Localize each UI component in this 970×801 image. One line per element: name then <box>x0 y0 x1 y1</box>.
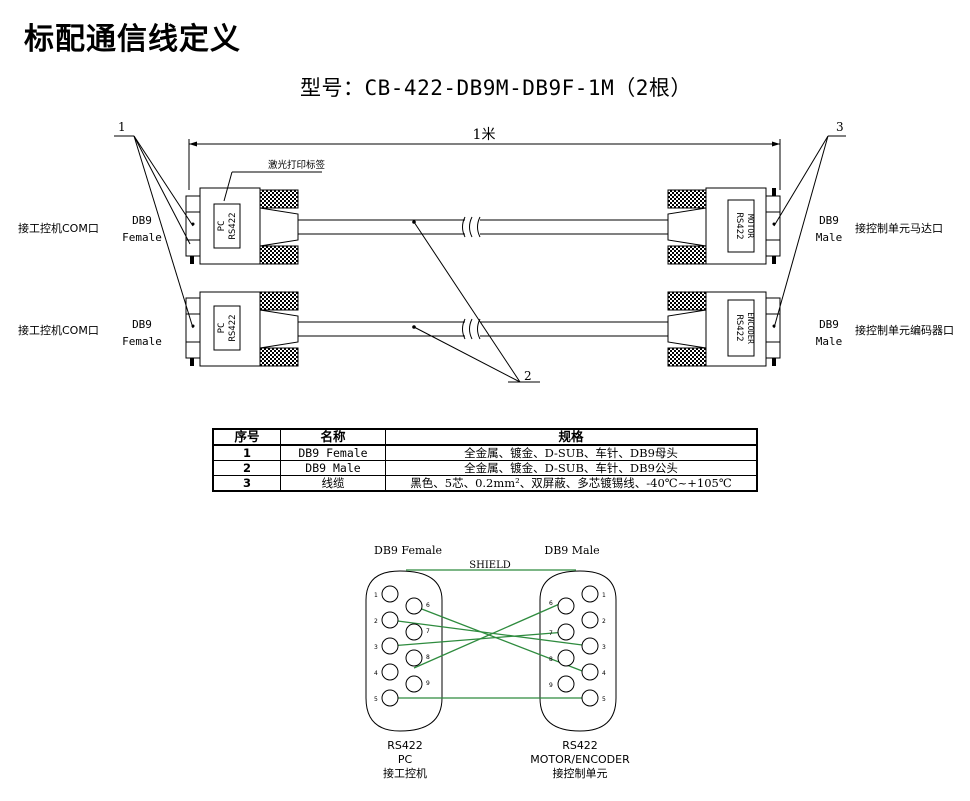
pin-number: 8 <box>426 654 430 661</box>
length-dimension: 1米 <box>188 127 781 190</box>
callout-1: 1 <box>118 120 126 134</box>
conn-label: DB9 <box>819 318 839 331</box>
table-row: 1 DB9 Female 全金属、镀金、D-SUB、车针、DB9母头 <box>212 444 758 461</box>
cell-name: DB9 Female <box>280 444 386 461</box>
model-number: 型号：CB-422-DB9M-DB9F-1M（2根） <box>300 76 692 100</box>
pin-number: 4 <box>374 670 378 677</box>
conn-label: DB9 <box>132 318 152 331</box>
pin-number: 5 <box>374 696 378 703</box>
tag-text: RS422 <box>228 314 238 341</box>
pin-number: 9 <box>549 682 553 689</box>
connector-right-top: RS422 MOTOR <box>667 187 781 265</box>
callout-leaders <box>114 135 846 383</box>
tag-text: ENCODER <box>746 312 755 344</box>
tag-text: PC <box>217 221 227 232</box>
table-row: 3 线缆 黑色、5芯、0.2mm²、双屏蔽、多芯镀锡线、-40℃~+105℃ <box>212 475 758 492</box>
pin-number: 4 <box>602 670 606 677</box>
cell-name: 线缆 <box>280 475 386 492</box>
tag-text: PC <box>217 323 227 334</box>
port-label-left-bottom: 接工控机COM口 <box>18 323 99 337</box>
pin-number: 6 <box>426 602 430 609</box>
spec-table: 序号 名称 规格 1 DB9 Female 全金属、镀金、D-SUB、车针、DB… <box>212 428 758 492</box>
conn-label: Female <box>122 231 162 244</box>
connector-left-top: PC RS422 <box>185 187 299 265</box>
table-row: 2 DB9 Male 全金属、镀金、D-SUB、车针、DB9公头 <box>212 460 758 476</box>
cell-spec: 黑色、5芯、0.2mm²、双屏蔽、多芯镀锡线、-40℃~+105℃ <box>385 475 758 492</box>
pin-number: 2 <box>374 618 378 625</box>
tag-text: RS422 <box>228 212 238 239</box>
pin-number: 9 <box>426 680 430 687</box>
pin-number: 8 <box>549 656 553 663</box>
cell-no: 1 <box>212 444 281 461</box>
shield-label: SHIELD <box>469 560 510 571</box>
page-title: 标配通信线定义 <box>24 22 241 57</box>
pinout-right-footer: RS422 <box>562 739 598 752</box>
pin-number: 3 <box>374 644 378 651</box>
tag-text: RS422 <box>734 314 744 341</box>
connector-right-bottom: RS422 ENCODER <box>667 291 781 367</box>
pin-number: 1 <box>602 592 606 599</box>
db9-male-pins <box>557 585 599 707</box>
cell-no: 3 <box>212 475 281 492</box>
cell-spec: 全金属、镀金、D-SUB、车针、DB9母头 <box>385 444 758 461</box>
cell-no: 2 <box>212 460 281 476</box>
pin-number: 3 <box>602 644 606 651</box>
pin-number: 2 <box>602 618 606 625</box>
pinout-left-footer: RS422 <box>387 739 423 752</box>
connector-left-bottom: PC RS422 <box>185 291 299 367</box>
length-label: 1米 <box>473 127 496 143</box>
conn-label: Male <box>816 231 843 244</box>
db9-male-shell <box>539 570 617 732</box>
db9-female-shell <box>365 570 443 732</box>
cell-spec: 全金属、镀金、D-SUB、车针、DB9公头 <box>385 460 758 476</box>
pin-number: 6 <box>549 600 553 607</box>
pin-number: 1 <box>374 592 378 599</box>
callout-3: 3 <box>836 120 844 134</box>
port-label-left-top: 接工控机COM口 <box>18 221 99 235</box>
db9-female-pins <box>381 585 423 707</box>
col-header-name: 名称 <box>280 428 386 446</box>
conn-label: Female <box>122 335 162 348</box>
pinout-right-footer: 接控制单元 <box>553 766 608 780</box>
table-header-row: 序号 名称 规格 <box>212 428 758 446</box>
cable-lines <box>298 216 668 340</box>
laser-label: 激光打印标签 <box>268 159 326 171</box>
pin-number: 7 <box>426 628 430 635</box>
port-label-right-bottom: 接控制单元编码器口 <box>855 323 954 337</box>
cell-name: DB9 Male <box>280 460 386 476</box>
pin-number: 7 <box>549 630 553 637</box>
pin-number: 5 <box>602 696 606 703</box>
pinout-left-footer: PC <box>398 753 413 766</box>
port-label-right-top: 接控制单元马达口 <box>855 221 943 235</box>
col-header-spec: 规格 <box>385 428 758 446</box>
conn-label: DB9 <box>819 214 839 227</box>
conn-label: Male <box>816 335 843 348</box>
pinout-diagram: DB9 Female DB9 Male SHIELD 1 2 3 4 5 6 <box>365 544 630 780</box>
pinout-right-footer: MOTOR/ENCODER <box>530 753 630 766</box>
col-header-no: 序号 <box>212 428 281 446</box>
pinout-right-header: DB9 Male <box>544 544 599 557</box>
tag-text: MOTOR <box>746 214 755 238</box>
pinout-left-footer: 接工控机 <box>383 766 427 780</box>
callout-2: 2 <box>524 369 532 383</box>
tag-text: RS422 <box>734 212 744 239</box>
conn-label: DB9 <box>132 214 152 227</box>
pinout-left-header: DB9 Female <box>374 544 442 557</box>
